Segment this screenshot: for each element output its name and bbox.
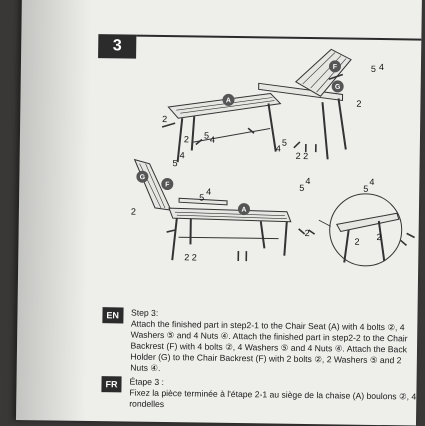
step-body-en: Attach the finished part in step2-1 to t…: [130, 318, 408, 373]
svg-text:F: F: [165, 182, 170, 189]
part-badge-a-upper: A: [222, 93, 235, 106]
svg-text:4: 4: [379, 62, 384, 72]
svg-text:5: 5: [204, 131, 209, 141]
svg-text:4: 4: [210, 135, 215, 145]
svg-text:2 2: 2 2: [184, 252, 197, 262]
upper-chair-seat: [167, 92, 282, 119]
manual-page: 3: [15, 0, 422, 426]
instruction-text-en: Step 3: Attach the finished part in step…: [130, 308, 421, 378]
svg-text:5: 5: [199, 192, 204, 202]
svg-text:2: 2: [356, 99, 361, 109]
svg-text:F: F: [333, 64, 338, 71]
assembly-diagram: A F G G F A 5 4 2 2 2 5 4: [131, 48, 415, 267]
svg-text:A: A: [241, 207, 246, 214]
svg-text:4: 4: [180, 150, 185, 160]
lang-tag-fr: FR: [101, 376, 122, 393]
instruction-text-fr: Étape 3 : Fixez la pièce terminée à l'ét…: [129, 377, 419, 414]
svg-text:2 2: 2 2: [296, 151, 309, 161]
svg-text:4: 4: [276, 144, 281, 154]
svg-text:5: 5: [363, 184, 368, 194]
svg-text:2: 2: [184, 134, 189, 144]
part-badge-a-lower: A: [237, 203, 250, 216]
instructions-fr: FR Étape 3 : Fixez la pièce terminée à l…: [101, 376, 419, 413]
svg-text:G: G: [335, 84, 341, 91]
svg-text:4: 4: [369, 177, 374, 187]
svg-text:5: 5: [371, 64, 376, 74]
part-badge-g-upper: G: [331, 80, 344, 93]
part-badge-g-lower: G: [136, 170, 149, 183]
svg-text:5: 5: [282, 138, 287, 148]
lang-tag-en: EN: [102, 307, 124, 324]
svg-text:5: 5: [299, 183, 304, 193]
svg-text:2: 2: [162, 114, 167, 124]
instructions-en: EN Step 3: Attach the finished part in s…: [102, 307, 421, 377]
svg-text:G: G: [140, 174, 146, 181]
svg-text:A: A: [226, 97, 231, 104]
detail-circle: [329, 193, 403, 267]
hardware-callouts: 5 4 2 2 2 5 4 4 5 2 2 4 5 2 4 5 2 2 4 5 …: [131, 62, 384, 262]
svg-text:2: 2: [305, 228, 310, 238]
part-badge-f-lower: F: [161, 178, 174, 191]
lower-chair-seat: [168, 207, 292, 223]
part-badge-f-upper: F: [328, 60, 341, 73]
svg-text:5: 5: [173, 158, 178, 168]
svg-text:4: 4: [206, 187, 211, 197]
svg-text:4: 4: [305, 176, 310, 186]
step-body-fr: Fixez la pièce terminée à l'étape 2-1 au…: [129, 387, 417, 410]
svg-text:2: 2: [354, 237, 359, 247]
svg-text:2: 2: [131, 207, 136, 217]
svg-text:2: 2: [377, 232, 382, 242]
